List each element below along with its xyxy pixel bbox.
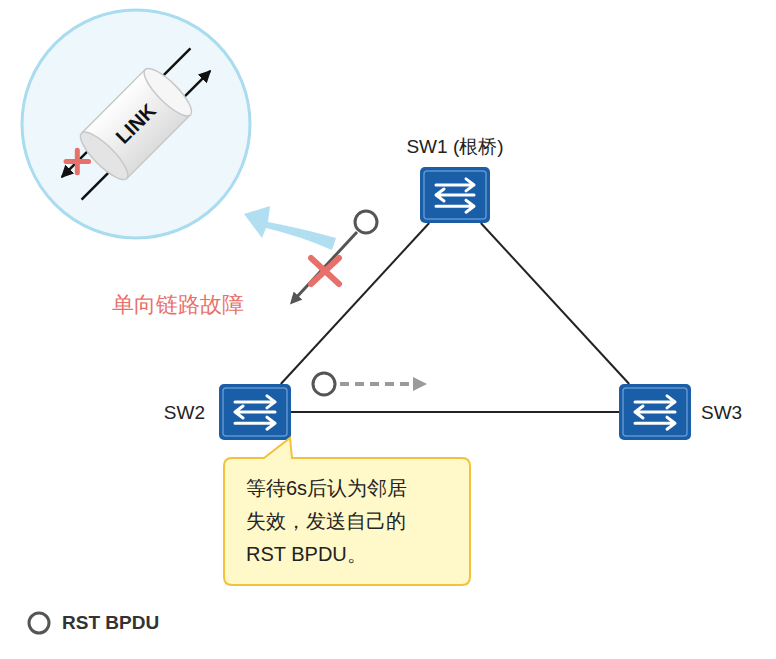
callout-text: 等待6s后认为邻居 失效，发送自己的 RST BPDU。 (246, 472, 430, 571)
network-link (481, 223, 629, 384)
switch-label: SW3 (701, 402, 742, 425)
bpdu-arrow (294, 232, 357, 300)
switch-label: SW2 (164, 402, 205, 425)
network-link (291, 411, 619, 413)
fault-label: 单向链路故障 (112, 290, 244, 320)
bpdu-dashed-arrow (340, 382, 420, 386)
switch-node: SW2 (219, 384, 291, 440)
zoom-pointer (244, 206, 336, 250)
switch-icon (420, 167, 490, 223)
legend-item: RST BPDU (26, 610, 159, 636)
bpdu-circle (313, 373, 335, 395)
callout-box: 等待6s后认为邻居 失效，发送自己的 RST BPDU。 (224, 458, 470, 585)
legend-swatch (26, 610, 52, 636)
switch-node: SW3 (619, 384, 691, 440)
switch-icon (219, 384, 291, 440)
zoom-view: LINK (20, 8, 252, 240)
failure-cross (311, 258, 339, 284)
network-link (281, 223, 429, 384)
switch-node: SW1 (根桥) (420, 167, 490, 223)
bpdu-circle (355, 211, 377, 233)
legend-text: RST BPDU (62, 612, 159, 634)
switch-label: SW1 (根桥) (406, 136, 503, 159)
switch-icon (619, 384, 691, 440)
